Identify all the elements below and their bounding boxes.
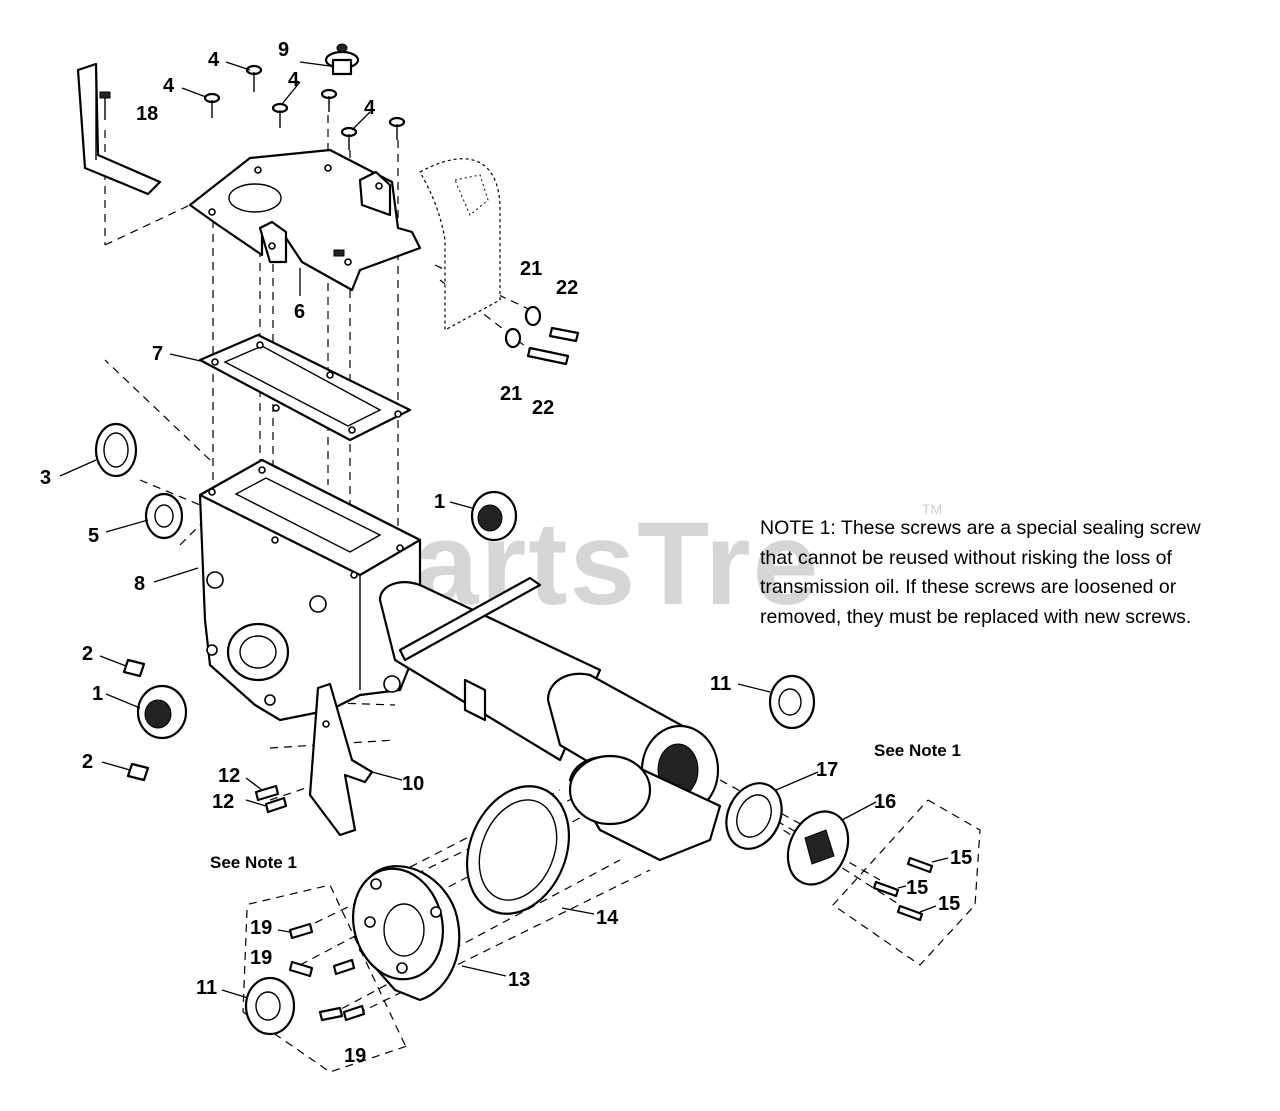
see-note-right: See Note 1 <box>874 741 961 760</box>
callout-15-c: 15 <box>938 893 960 915</box>
callout-15-a: 15 <box>950 847 972 869</box>
part-21-washers-shape <box>504 305 542 349</box>
callout-5: 5 <box>88 525 99 547</box>
part-8-housing-shape <box>198 458 422 722</box>
callout-4-d: 4 <box>364 97 376 119</box>
callout-7: 7 <box>152 343 163 365</box>
callout-9: 9 <box>278 39 289 61</box>
callout-22-b: 22 <box>532 397 554 419</box>
callout-3: 3 <box>40 467 51 489</box>
callout-12-a: 12 <box>218 765 240 787</box>
part-1-bearing-upper-shape <box>470 490 518 542</box>
callout-2-b: 2 <box>82 751 93 773</box>
callout-17: 17 <box>816 759 838 781</box>
part-18-bracket-shape <box>76 62 162 196</box>
part-17-gasket-shape <box>725 782 783 850</box>
part-12-screws-shape <box>254 784 288 814</box>
part-11-seal-left-shape <box>244 976 296 1036</box>
part-14-gasket-shape <box>465 785 571 915</box>
part-15-screws-shape <box>872 856 934 922</box>
shield-shape <box>419 158 501 332</box>
callout-11-a: 11 <box>710 673 731 695</box>
part-1-bearing-lower-shape <box>136 684 188 740</box>
part-3-seal-shape <box>94 422 138 478</box>
axle-tube-shape <box>378 576 722 862</box>
callout-15-b: 15 <box>906 877 928 899</box>
callout-1-b: 1 <box>92 683 103 705</box>
callout-6: 6 <box>294 301 305 323</box>
callout-18: 18 <box>136 103 158 125</box>
callout-8: 8 <box>134 573 145 595</box>
part-6-cover-plate-shape <box>188 148 422 292</box>
see-note-left: See Note 1 <box>210 853 297 872</box>
callout-2-a: 2 <box>82 643 93 665</box>
leader-lines <box>59 61 949 999</box>
callout-12-b: 12 <box>212 791 234 813</box>
part-10-bracket-shape <box>308 682 374 837</box>
part-5-seal-shape <box>144 492 184 540</box>
callout-4-a: 4 <box>208 49 220 71</box>
callout-13: 13 <box>508 969 530 991</box>
callout-19-c: 19 <box>344 1045 366 1067</box>
callout-10: 10 <box>402 773 424 795</box>
callout-22-a: 22 <box>556 277 578 299</box>
part-4-screws-shape <box>203 64 406 150</box>
part-19-screws-shape <box>288 922 366 1022</box>
callout-21-a: 21 <box>520 258 542 280</box>
part-13-end-cover-shape <box>351 865 461 1002</box>
part-11-seal-right-shape <box>768 674 816 730</box>
callout-19-b: 19 <box>250 947 272 969</box>
part-9-cap-shape <box>324 43 360 76</box>
callout-labels: 9 4 4 4 4 18 6 21 22 21 22 7 3 5 8 1 2 1… <box>40 39 972 1067</box>
note-1-text: NOTE 1: These screws are a special seali… <box>760 517 1201 628</box>
callout-16: 16 <box>874 791 896 813</box>
callout-11-b: 11 <box>196 977 217 999</box>
part-2-plugs-shape <box>122 658 150 782</box>
watermark-trademark: TM <box>922 501 942 517</box>
callout-1-a: 1 <box>434 491 445 513</box>
part-16-cover-shape <box>786 810 850 886</box>
part-22-bolts-shape <box>526 326 580 366</box>
callout-4-b: 4 <box>163 75 175 97</box>
callout-21-b: 21 <box>500 383 522 405</box>
callout-14: 14 <box>596 907 619 929</box>
callout-4-c: 4 <box>288 69 300 91</box>
callout-19-a: 19 <box>250 917 272 939</box>
part-7-gasket-shape <box>198 333 412 442</box>
